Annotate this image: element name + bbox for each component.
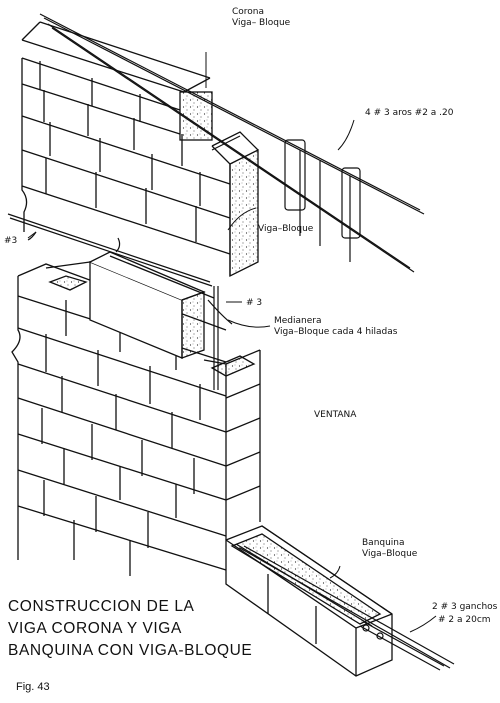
- leader-lines: [27, 52, 437, 633]
- banquina-rebars: [239, 545, 455, 671]
- figure-title: CONSTRUCCION DE LA VIGA CORONA Y VIGA BA…: [8, 596, 252, 662]
- title-line-3: BANQUINA CON VIGA-BLOQUE: [8, 642, 253, 659]
- bar-left-label: #3: [4, 236, 18, 246]
- bar-mid-label: # 3: [246, 298, 263, 308]
- medianera-beam: [45, 251, 256, 377]
- banquina-sub-label: Viga–Bloque: [362, 549, 418, 559]
- ventana-label: VENTANA: [314, 410, 357, 420]
- figure-number: Fig. 43: [16, 681, 50, 693]
- banquina-label: Banquina: [362, 538, 405, 548]
- ganchos-sub-label: # 2 a 20cm: [438, 615, 491, 625]
- ganchos-label: 2 # 3 ganchos: [432, 602, 498, 612]
- title-line-2: VIGA CORONA Y VIGA: [8, 620, 182, 637]
- medianera-sub-label: Viga–Bloque cada 4 hiladas: [274, 327, 398, 337]
- title-line-1: CONSTRUCCION DE LA: [8, 598, 195, 615]
- corona-rebars: [39, 13, 425, 273]
- vertical-rebar: [207, 286, 233, 390]
- viga-bloque-label: Viga–Bloque: [258, 224, 314, 234]
- upper-wall: [21, 21, 231, 255]
- bars-top-label: 4 # 3 aros #2 a .20: [365, 108, 454, 118]
- medianera-label: Medianera: [274, 316, 322, 326]
- corona-sub-label: Viga– Bloque: [232, 18, 291, 28]
- corona-label: Corona: [232, 7, 265, 17]
